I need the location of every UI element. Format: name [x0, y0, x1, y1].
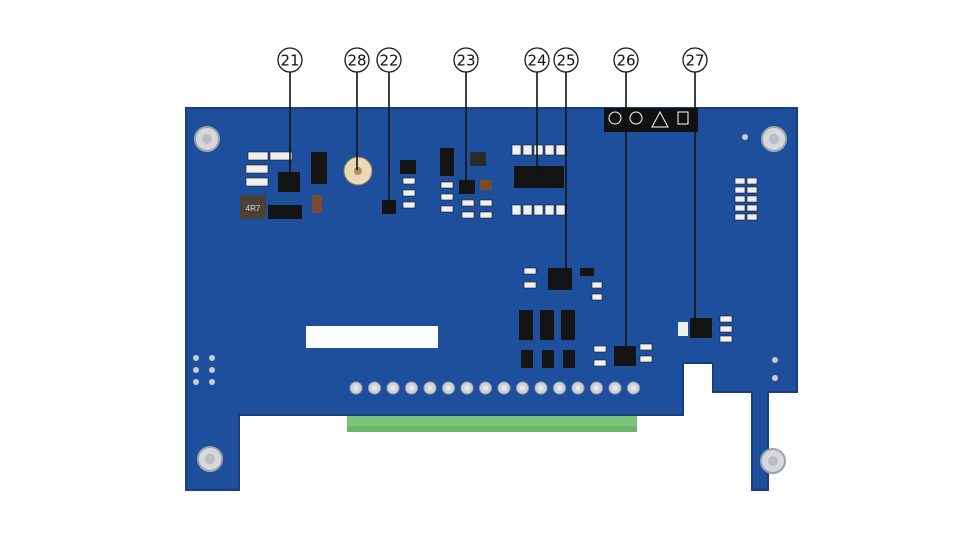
callout-27: 27	[682, 47, 708, 73]
smd-resistor	[533, 144, 544, 156]
leader-lines	[289, 72, 696, 356]
power-ic	[245, 151, 327, 219]
header-pin-hole	[575, 385, 581, 391]
smd-resistor	[734, 177, 746, 185]
svg-text:27: 27	[685, 52, 704, 70]
smd-resistor	[734, 204, 746, 212]
header-pin-row	[349, 381, 640, 395]
diode-array	[519, 310, 575, 368]
display-window	[306, 326, 438, 348]
smd-resistor	[511, 204, 522, 216]
soic-ic	[511, 144, 566, 216]
side-pads	[193, 134, 778, 385]
smd-resistor	[544, 204, 555, 216]
callout-24: 24	[524, 47, 550, 73]
header-pin-hole	[409, 385, 414, 391]
svg-text:4R7: 4R7	[246, 204, 261, 213]
header-pin-hole	[612, 385, 618, 391]
smd-resistor	[746, 177, 758, 185]
callout-21: 21	[277, 47, 303, 73]
resistor-bank	[734, 177, 758, 221]
svg-text:25: 25	[556, 52, 575, 70]
header-pin-hole	[446, 385, 451, 391]
svg-text:22: 22	[379, 52, 398, 70]
smd-resistor	[522, 144, 533, 156]
smd-resistor	[746, 195, 758, 203]
smd-resistor	[746, 186, 758, 194]
smd-resistor	[511, 144, 522, 156]
svg-text:28: 28	[347, 52, 366, 70]
mounting-hole-bottom-right	[760, 448, 786, 474]
svg-text:26: 26	[616, 52, 635, 70]
pcb-board	[185, 107, 798, 491]
callout-25: 25	[553, 47, 579, 73]
header-pin-hole	[427, 385, 433, 391]
header-pin-hole	[557, 385, 562, 391]
header-pin-hole	[520, 385, 525, 391]
callout-26: 26	[613, 47, 639, 73]
smd-resistor	[746, 213, 758, 221]
smd-resistor	[555, 204, 566, 216]
certification-labels	[604, 108, 698, 132]
header-pin-hole	[353, 385, 359, 391]
smd-resistor	[734, 213, 746, 221]
svg-text:21: 21	[280, 52, 299, 70]
header-pin-hole	[501, 385, 507, 391]
mounting-hole-top-left	[194, 126, 220, 152]
smd-resistor	[544, 144, 555, 156]
svg-text:24: 24	[527, 52, 546, 70]
buzzer	[343, 156, 373, 186]
mounting-hole-bottom-left	[197, 446, 223, 472]
header-pin-hole	[372, 385, 377, 391]
smd-resistor	[734, 186, 746, 194]
smd-resistor	[746, 204, 758, 212]
callout-28: 28	[344, 47, 370, 73]
callout-22: 22	[376, 47, 402, 73]
header-pin-hole	[390, 385, 396, 391]
header-pin-hole	[631, 385, 636, 391]
header-pin-hole	[483, 385, 488, 391]
smd-resistor	[555, 144, 566, 156]
callout-23: 23	[453, 47, 479, 73]
smd-resistor	[734, 195, 746, 203]
mounting-hole-top-right	[761, 126, 787, 152]
sot-regulator	[382, 160, 416, 214]
smd-resistor	[522, 204, 533, 216]
header-pin-hole	[538, 385, 544, 391]
header-pin-hole	[464, 385, 470, 391]
inductor: 4R7	[240, 195, 266, 219]
header-pin-hole	[594, 385, 599, 391]
smd-resistor	[533, 204, 544, 216]
output-ic	[593, 343, 653, 367]
small-ic	[440, 148, 493, 219]
svg-text:23: 23	[456, 52, 475, 70]
